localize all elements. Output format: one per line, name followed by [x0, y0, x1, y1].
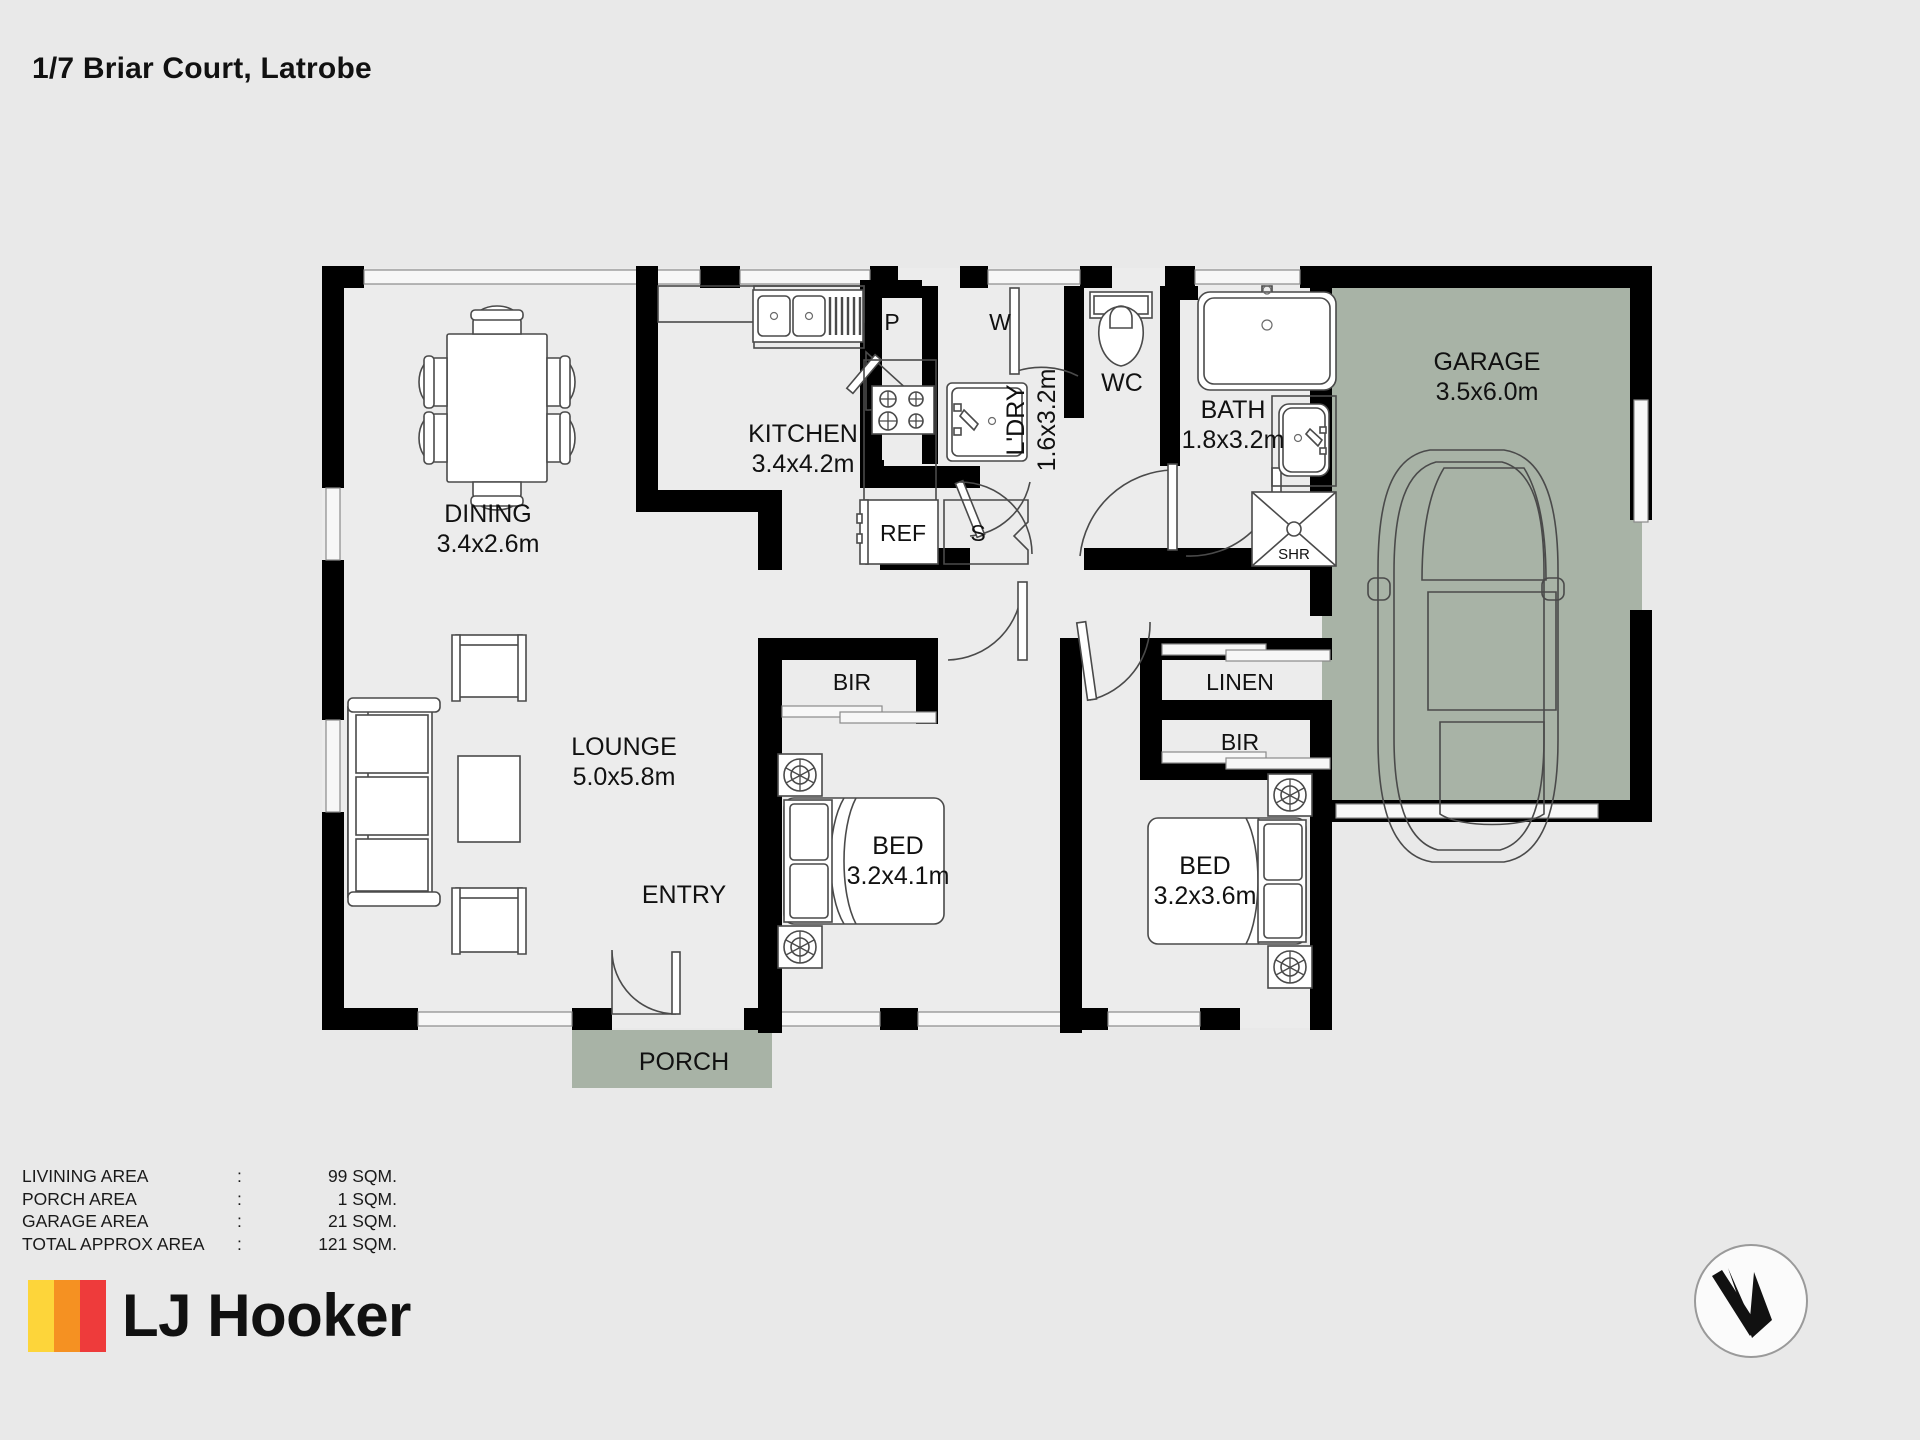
legend-sep: :: [237, 1211, 242, 1231]
window-garage-right: [1633, 399, 1649, 523]
room-label-porch: PORCH: [639, 1048, 729, 1076]
bath-fixtures: SHR: [1197, 285, 1337, 567]
room-dim-garage: 3.5x6.0m: [1436, 378, 1539, 406]
vanity-basin-icon: [1271, 395, 1337, 487]
legend-label: GARAGE AREA: [22, 1211, 149, 1231]
room-dim-bed1: 3.2x4.1m: [847, 862, 950, 890]
store-shape: S: [943, 499, 1029, 565]
room-dim-dining: 3.4x2.6m: [437, 530, 540, 558]
shower-label: SHR: [1278, 546, 1310, 563]
bed1-furniture: [777, 753, 945, 969]
room-label-dining: DINING: [444, 500, 532, 528]
room-label-bath: BATH: [1201, 396, 1266, 424]
room-dim-bath: 1.8x3.2m: [1182, 426, 1285, 454]
pantry-label: P: [884, 309, 899, 335]
lj-hooker-logo: LJ Hooker: [28, 1280, 411, 1352]
legend-value: 21 SQM.: [327, 1211, 397, 1231]
legend-row: TOTAL APPROX AREA : 121 SQM.: [22, 1233, 397, 1256]
lounge-furniture: [347, 634, 527, 955]
legend-sep: :: [237, 1166, 242, 1186]
room-label-bed1: BED: [872, 832, 923, 860]
dining-table-set: [418, 305, 576, 511]
room-label-kitchen: KITCHEN: [748, 420, 858, 448]
room-label-ldry: L'DRY: [1002, 384, 1030, 455]
area-summary: LIVINING AREA : 99 SQM. PORCH AREA : 1 S…: [22, 1165, 397, 1255]
legend-value: 1 SQM.: [337, 1188, 397, 1209]
car-icon: [1367, 449, 1565, 863]
legend-row: GARAGE AREA : 21 SQM.: [22, 1210, 397, 1233]
store-label: S: [970, 520, 985, 546]
legend-value: 121 SQM.: [318, 1233, 397, 1254]
window-bottom: [417, 1011, 1201, 1027]
legend-label: TOTAL APPROX AREA: [22, 1233, 205, 1254]
garage-area: [1322, 270, 1642, 800]
room-dim-bed2: 3.2x3.6m: [1154, 882, 1257, 910]
room-dim-kitchen: 3.4x4.2m: [752, 450, 855, 478]
compass-north-icon: [1694, 1244, 1808, 1358]
legend-value: 99 SQM.: [327, 1166, 397, 1186]
bir2-label: BIR: [1221, 729, 1259, 755]
bed2-furniture: [1147, 773, 1313, 989]
kitchen-fixtures: REF S: [657, 285, 1029, 565]
room-label-garage: GARAGE: [1434, 348, 1541, 376]
cooktop-icon: [871, 385, 935, 435]
closet-doors: [781, 643, 1331, 770]
logo-bars-icon: [28, 1280, 106, 1352]
room-dim-lounge: 5.0x5.8m: [573, 763, 676, 791]
room-label-bed2: BED: [1179, 852, 1230, 880]
window-left: [325, 487, 341, 813]
window-top: [363, 269, 1301, 285]
fridge-icon: REF: [856, 499, 939, 565]
toilet-icon: [1089, 291, 1153, 367]
pantry-washer: P W: [884, 309, 1028, 462]
porch-area: [572, 1030, 772, 1088]
legend-label: LIVINING AREA: [22, 1166, 149, 1186]
linen-label: LINEN: [1206, 669, 1274, 695]
room-label-entry: ENTRY: [642, 881, 727, 909]
room-label-wc: WC: [1101, 369, 1143, 397]
legend-row: PORCH AREA : 1 SQM.: [22, 1188, 397, 1211]
page-title: 1/7 Briar Court, Latrobe: [32, 52, 372, 85]
room-dim-ldry: 1.6x3.2m: [1033, 369, 1061, 472]
legend-label: PORCH AREA: [22, 1188, 137, 1209]
legend-row: LIVINING AREA : 99 SQM.: [22, 1165, 397, 1188]
logo-text: LJ Hooker: [122, 1282, 411, 1349]
legend-sep: :: [237, 1233, 242, 1254]
room-labels: DINING 3.4x2.6m KITCHEN 3.4x4.2m LOUNGE …: [437, 348, 1541, 1076]
fridge-label: REF: [880, 520, 926, 546]
bir1-label: BIR: [833, 669, 871, 695]
room-label-lounge: LOUNGE: [571, 733, 677, 761]
kitchen-sink-icon: [752, 289, 864, 343]
washer-label: W: [989, 309, 1011, 335]
shower-icon: SHR: [1251, 491, 1337, 567]
legend-sep: :: [237, 1188, 242, 1209]
laundry-trough-icon: [946, 382, 1028, 462]
